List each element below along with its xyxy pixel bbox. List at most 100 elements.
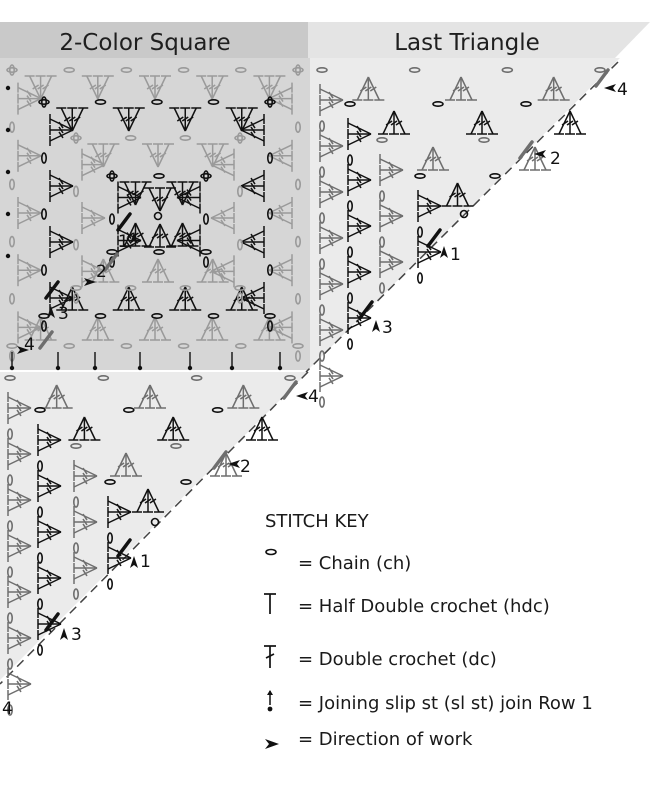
direction-arrow-icon xyxy=(265,739,279,749)
chain-stitch xyxy=(292,67,304,74)
dc-fan xyxy=(176,224,201,257)
joining-chain xyxy=(44,612,60,632)
chain-stitch xyxy=(124,135,137,142)
chain-stitch xyxy=(7,520,14,532)
dc-fan xyxy=(319,314,344,346)
chain-stitch xyxy=(7,704,14,716)
dc-fan xyxy=(17,254,42,287)
dc-fan xyxy=(37,470,62,502)
chain-stitch xyxy=(235,67,247,74)
dc-fan xyxy=(49,226,74,258)
chain-stitch xyxy=(316,67,328,74)
bottom-triangle-row-label-3: 3 xyxy=(71,625,82,645)
direction-arrow xyxy=(534,150,546,158)
chain-stitch xyxy=(432,101,444,108)
dc-fan xyxy=(17,139,42,172)
chain-stitch xyxy=(40,96,47,108)
dc-fan xyxy=(347,164,372,196)
dc-fan xyxy=(144,187,176,212)
bottom-triangle-row-labels: 1 2 3 4 xyxy=(71,387,319,645)
chain-stitch xyxy=(203,213,210,225)
dc-fan xyxy=(7,668,32,700)
dc-fan xyxy=(7,622,32,654)
chain-stitch xyxy=(266,152,273,164)
chain-stitch xyxy=(414,173,426,180)
chain-stitch xyxy=(36,506,43,518)
joining-chain xyxy=(116,212,132,232)
chain-stitch xyxy=(318,350,325,362)
chain-stitch xyxy=(237,238,244,251)
dc-fan xyxy=(379,200,404,232)
dc-fan xyxy=(17,82,42,115)
chain-stitch xyxy=(106,249,118,256)
chain-stitch xyxy=(170,442,182,449)
chain-stitch xyxy=(36,552,43,564)
chain-stitch xyxy=(153,173,165,180)
chain-stitch xyxy=(346,338,353,350)
joining-slip-dot xyxy=(229,365,235,371)
chain-stitch xyxy=(73,292,80,304)
dc-fan xyxy=(196,143,229,168)
magic-ring xyxy=(150,517,160,527)
chain-stitch xyxy=(408,67,421,74)
dc-fan xyxy=(7,576,32,608)
square-row-label-2: 2 xyxy=(96,262,107,282)
dc-fan xyxy=(210,148,235,181)
chain-stitch xyxy=(235,342,247,349)
dc-fan xyxy=(142,258,174,283)
chain-stitch xyxy=(4,374,16,381)
dc-fan xyxy=(319,360,344,392)
chain-stitch xyxy=(346,200,353,212)
chain-stitch xyxy=(266,96,273,108)
double-crochet-icon xyxy=(264,645,276,668)
chain-stitch xyxy=(190,374,203,381)
joining-slip-dot xyxy=(5,253,11,259)
dc-fan xyxy=(240,282,265,314)
dc-fan xyxy=(144,223,176,248)
chain-stitch xyxy=(123,406,135,413)
chain-stitch xyxy=(294,64,301,76)
dc-fan xyxy=(417,190,442,222)
stitch-key-direction-label: = Direction of work xyxy=(298,729,473,750)
chain-stitch xyxy=(179,284,192,291)
chain-stitch xyxy=(7,612,14,624)
chain-stitch xyxy=(284,374,296,381)
chain-stitch xyxy=(264,312,276,319)
direction-arrow xyxy=(130,556,138,568)
dc-fan xyxy=(417,236,442,268)
dc-fan xyxy=(519,146,551,171)
direction-arrow xyxy=(296,392,308,400)
chain-stitch xyxy=(318,212,325,224)
dc-fan xyxy=(268,311,293,344)
dc-fan xyxy=(169,286,202,311)
dc-fan xyxy=(319,176,344,208)
chain-stitch xyxy=(109,213,116,225)
direction-arrow xyxy=(60,628,68,640)
right-triangle-row-label-1: 1 xyxy=(450,245,461,265)
stitch-key-chain-label: = Chain (ch) xyxy=(298,553,411,574)
dc-fan xyxy=(110,452,142,477)
chain-stitch xyxy=(106,173,118,180)
dc-fan xyxy=(227,384,260,409)
dc-fan xyxy=(37,424,62,456)
chain-stitch xyxy=(73,496,80,508)
joining-slip-dot xyxy=(137,365,143,371)
chain-stitch xyxy=(38,99,50,106)
chain-stitch xyxy=(153,249,165,256)
joining-slip-dot xyxy=(9,365,15,371)
joining-slip-stitch-icon xyxy=(267,690,273,712)
chain-stitch xyxy=(207,312,220,319)
chain-stitch xyxy=(73,542,80,554)
chain-stitch xyxy=(294,235,301,248)
dc-fan xyxy=(49,170,74,202)
chain-stitch xyxy=(346,292,353,304)
chain-stitch xyxy=(70,284,82,291)
chain-stitch xyxy=(7,658,14,670)
direction-arrow xyxy=(372,320,380,332)
half-double-crochet-icon xyxy=(264,593,276,614)
dc-fan xyxy=(240,226,265,258)
dc-fan xyxy=(537,76,570,101)
dc-fan xyxy=(210,202,235,234)
chain-stitch xyxy=(9,64,16,76)
